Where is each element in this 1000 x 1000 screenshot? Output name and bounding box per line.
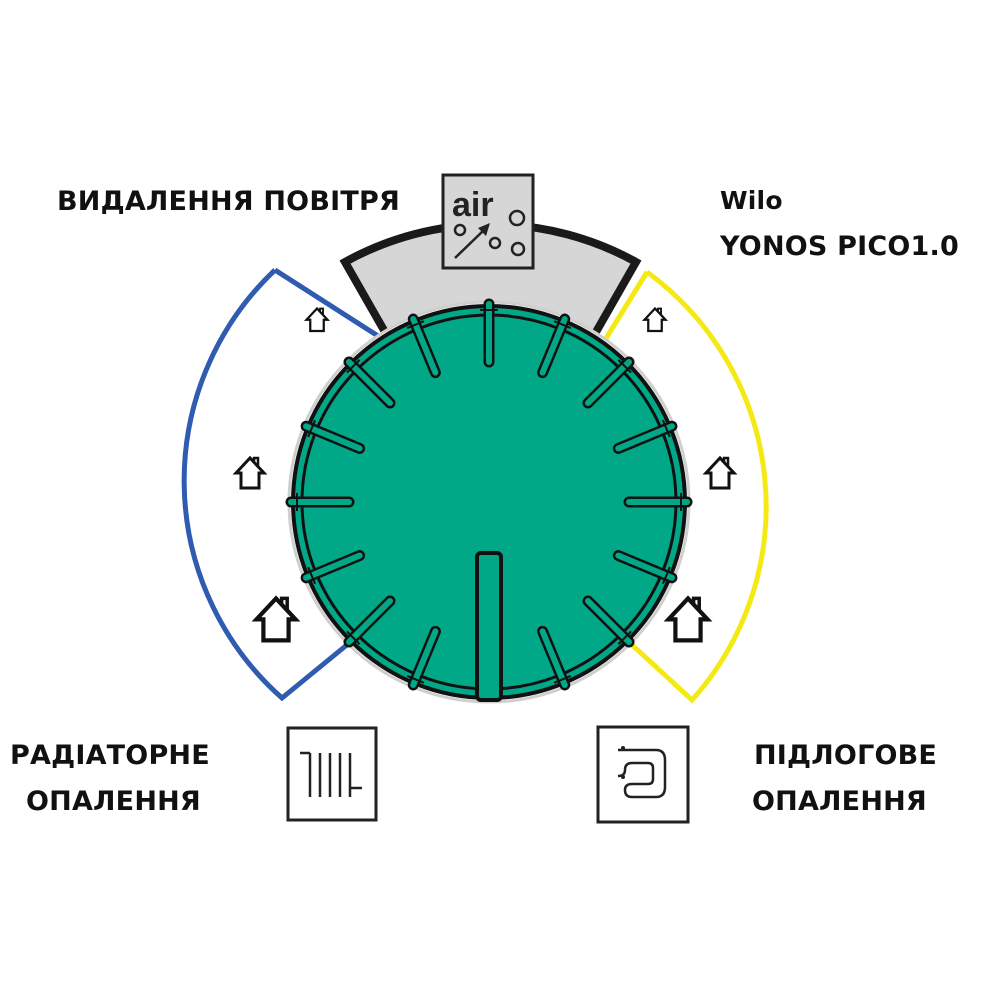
house-icon-medium [234, 456, 266, 490]
floor-heating-icon [596, 725, 690, 824]
floor-heating-sector[interactable] [602, 269, 769, 704]
model-name: YONOS PICO1.0 [720, 231, 959, 262]
radiator-heating-sector[interactable] [181, 267, 380, 702]
house-icon-small [643, 307, 667, 333]
floor-heating-label-line2: ОПАЛЕННЯ [752, 786, 927, 817]
house-icon-large [668, 598, 707, 640]
air-vent-icon: air [441, 173, 535, 270]
radiator-icon [286, 726, 378, 822]
temperature-dial[interactable] [285, 298, 693, 704]
air-removal-label: ВИДАЛЕННЯ ПОВІТРЯ [57, 186, 400, 217]
floor-heating-label-line1: ПІДЛОГОВЕ [754, 740, 938, 771]
air-icon-text: air [452, 186, 494, 224]
house-icon-large [256, 598, 295, 640]
radiator-heating-label-line1: РАДІАТОРНЕ [10, 740, 210, 771]
dial-ticks [285, 298, 693, 691]
house-icon-small [305, 307, 329, 333]
radiator-heating-label-line2: ОПАЛЕННЯ [26, 786, 201, 817]
brand-name: Wilo [720, 186, 783, 215]
house-icon-medium [704, 456, 736, 490]
dial-pointer [475, 551, 503, 702]
